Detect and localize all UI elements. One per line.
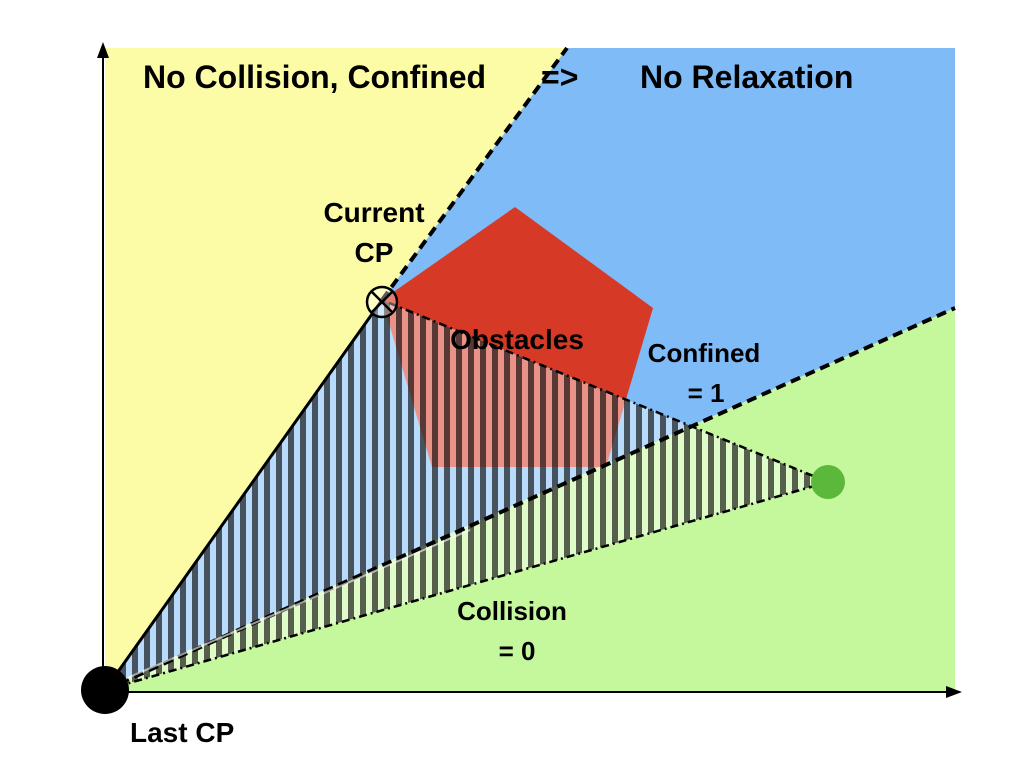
implies-arrow-label: => bbox=[541, 59, 578, 95]
collision-boundary-shadow bbox=[117, 529, 471, 683]
confined-boundary-left bbox=[103, 299, 384, 691]
swept-triangle-stripes bbox=[105, 300, 828, 690]
no-relaxation-label: No Relaxation bbox=[640, 59, 853, 95]
confined-boundary-upper bbox=[380, 46, 569, 302]
confined-region bbox=[105, 48, 567, 688]
confined-boundary-lower bbox=[104, 306, 956, 692]
no-collision-confined-label: No Collision, Confined bbox=[143, 59, 486, 95]
current-cp-marker bbox=[365, 285, 399, 319]
obstacles-label: Obstacles bbox=[450, 324, 584, 355]
confined-label-line1: Confined bbox=[648, 338, 761, 368]
x-axis-arrowhead bbox=[946, 686, 962, 698]
goal-point bbox=[811, 465, 845, 499]
y-axis-arrowhead bbox=[97, 42, 109, 58]
current-cp-label-line1: Current bbox=[323, 197, 424, 228]
last-cp-label: Last CP bbox=[130, 717, 234, 748]
collision-label-line2: = 0 bbox=[499, 636, 536, 666]
confined-label-line2: = 1 bbox=[688, 378, 725, 408]
current-cp-label-line2: CP bbox=[355, 237, 394, 268]
last-cp-point bbox=[81, 666, 129, 714]
collision-label-line1: Collision bbox=[457, 596, 567, 626]
